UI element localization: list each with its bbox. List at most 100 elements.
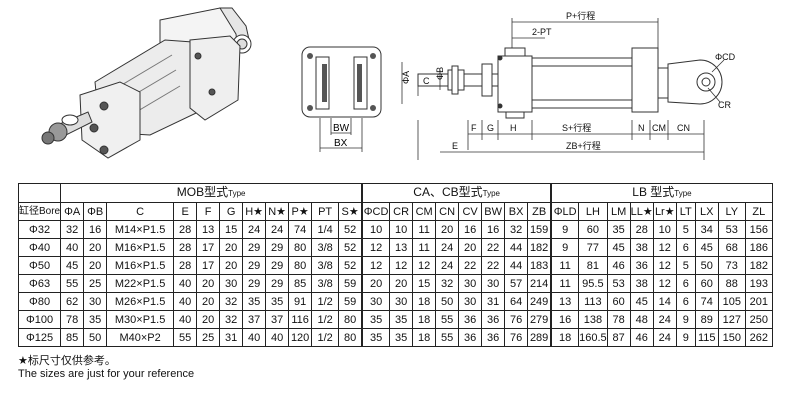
table-cell: 50: [435, 292, 460, 311]
table-cell: 35: [361, 328, 391, 347]
label-cm: CM: [652, 123, 666, 133]
table-cell: 37: [265, 310, 290, 329]
table-cell: 74: [694, 292, 719, 311]
column-header: ZL: [744, 202, 773, 221]
side-view-labels: P+行程 2-PT ΦCD CR ΦA C ΦB F G H S+行程 N CM…: [401, 10, 736, 151]
label-c: C: [423, 76, 430, 86]
table-cell: 40: [173, 292, 198, 311]
table-cell: 6: [675, 238, 696, 257]
table-cell: 88: [717, 274, 746, 293]
table-cell: 1/2: [311, 328, 340, 347]
table-cell: 55: [435, 310, 460, 329]
table-cell: 28: [629, 220, 654, 239]
label-s-stroke: S+行程: [562, 122, 591, 133]
table-cell: 35: [242, 292, 267, 311]
note-chinese: ★标尺寸仅供参考。: [18, 355, 116, 367]
table-cell: 31: [219, 328, 244, 347]
column-header: S★: [338, 202, 363, 221]
table-cell: 20: [196, 310, 221, 329]
table-cell: 57: [504, 274, 529, 293]
table-cell: 9: [675, 310, 696, 329]
table-cell: 35: [83, 310, 108, 329]
table-cell: 11: [412, 220, 437, 239]
table-cell: 87: [606, 328, 631, 347]
table-cell: 18: [412, 310, 437, 329]
table-cell: M16×P1.5: [106, 238, 175, 257]
table-cell: 193: [744, 274, 773, 293]
table-cell: 44: [504, 256, 529, 275]
table-cell: 76: [504, 310, 529, 329]
table-cell: 81: [578, 256, 608, 275]
table-cell: 30: [389, 292, 414, 311]
column-header: LT: [675, 202, 696, 221]
table-cell: 10: [361, 220, 391, 239]
table-cell: 32: [504, 220, 529, 239]
table-cell: 38: [629, 274, 654, 293]
table-cell: 52: [338, 220, 363, 239]
table-cell: 50: [694, 256, 719, 275]
table-cell: 37: [242, 310, 267, 329]
table-cell: 10: [652, 220, 677, 239]
table-cell: 29: [242, 274, 267, 293]
table-cell: 201: [744, 292, 773, 311]
group-lb: LB 型式Type: [550, 183, 773, 203]
table-cell: 17: [196, 238, 221, 257]
column-header: F: [196, 202, 221, 221]
table-cell: M14×P1.5: [106, 220, 175, 239]
table-cell: 52: [338, 256, 363, 275]
table-cell: M40×P2: [106, 328, 175, 347]
column-header: ΦA: [60, 202, 85, 221]
label-cr: CR: [718, 100, 731, 110]
table-cell: 48: [629, 310, 654, 329]
table-cell: 80: [288, 256, 313, 275]
table-cell: 16: [458, 220, 483, 239]
table-cell: 36: [481, 310, 506, 329]
table-cell: 38: [629, 238, 654, 257]
table-cell: 74: [288, 220, 313, 239]
column-header: PT: [311, 202, 340, 221]
table-cell: 80: [288, 238, 313, 257]
note-english: The sizes are just for your reference: [18, 368, 195, 380]
table-cell: 13: [550, 292, 580, 311]
table-cell: 120: [288, 328, 313, 347]
table-cell: Φ80: [17, 292, 62, 311]
table-cell: 55: [60, 274, 85, 293]
label-phi-cd: ΦCD: [715, 52, 736, 62]
table-cell: 20: [219, 256, 244, 275]
table-cell: 31: [481, 292, 506, 311]
table-cell: 76: [504, 328, 529, 347]
table-cell: 16: [481, 220, 506, 239]
column-header: E: [173, 202, 198, 221]
table-cell: Φ50: [17, 256, 62, 275]
table-cell: 18: [412, 328, 437, 347]
table-cell: 36: [481, 328, 506, 347]
table-cell: 85: [60, 328, 85, 347]
label-phi-b: ΦB: [435, 67, 445, 80]
label-bw: BW: [333, 123, 350, 134]
table-cell: 1/2: [311, 310, 340, 329]
table-cell: 20: [196, 292, 221, 311]
label-e: E: [452, 141, 458, 151]
column-header: C: [106, 202, 175, 221]
table-cell: 77: [578, 238, 608, 257]
table-cell: M16×P1.5: [106, 256, 175, 275]
column-header: Lr★: [652, 202, 677, 221]
table-cell: 3/8: [311, 238, 340, 257]
table-cell: 214: [527, 274, 552, 293]
table-cell: 17: [196, 256, 221, 275]
label-p-stroke: P+行程: [566, 10, 595, 21]
column-header: ZB: [527, 202, 552, 221]
table-cell: M22×P1.5: [106, 274, 175, 293]
table-cell: Φ125: [17, 328, 62, 347]
table-cell: 138: [578, 310, 608, 329]
table-cell: 15: [412, 274, 437, 293]
table-cell: 29: [265, 256, 290, 275]
table-cell: 113: [578, 292, 608, 311]
table-cell: 29: [265, 274, 290, 293]
table-cell: 35: [389, 328, 414, 347]
table-cell: Φ32: [17, 220, 62, 239]
